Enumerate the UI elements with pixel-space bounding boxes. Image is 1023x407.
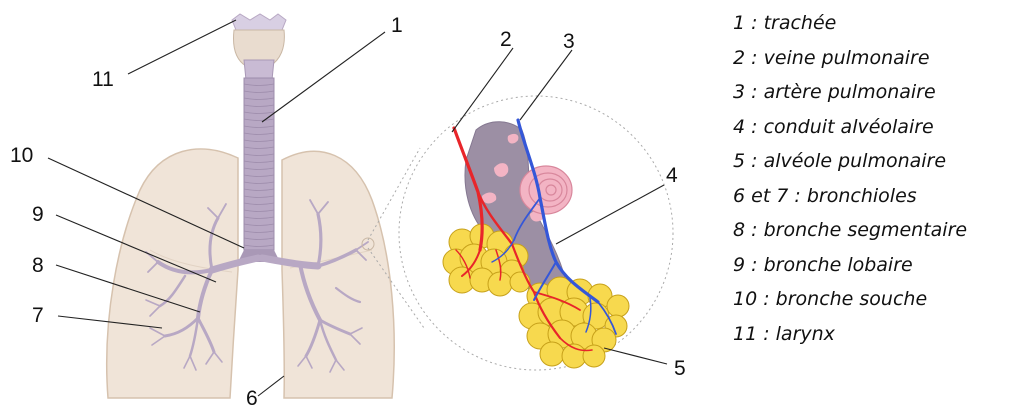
legend-item: 9 : bronche lobaire (733, 248, 967, 283)
legend-item: 2 : veine pulmonaire (733, 41, 967, 76)
label-3: 3 (563, 30, 575, 53)
legend-item: 6 et 7 : bronchioles (733, 179, 967, 214)
left-lung (107, 149, 238, 398)
label-2: 2 (500, 28, 512, 51)
label-5: 5 (674, 357, 686, 380)
legend-item: 11 : larynx (733, 317, 967, 352)
label-6: 6 (246, 387, 258, 407)
alveolus-spiral (520, 166, 572, 214)
alveolus (540, 342, 564, 366)
right-lung (282, 151, 394, 398)
legend-item: 1 : trachée (733, 6, 967, 41)
larynx (232, 14, 286, 80)
alveolus (583, 345, 605, 367)
label-10: 10 (10, 144, 33, 167)
label-9: 9 (32, 203, 44, 226)
label-11: 11 (92, 68, 114, 91)
label-7: 7 (32, 304, 44, 327)
label-8: 8 (32, 254, 44, 277)
alveolar-detail (443, 120, 629, 368)
trachea (238, 78, 280, 262)
legend: 1 : trachée 2 : veine pulmonaire 3 : art… (733, 6, 967, 351)
legend-item: 10 : bronche souche (733, 282, 967, 317)
legend-item: 5 : alvéole pulmonaire (733, 144, 967, 179)
legend-item: 4 : conduit alvéolaire (733, 110, 967, 145)
legend-item: 3 : artère pulmonaire (733, 75, 967, 110)
label-1: 1 (391, 14, 403, 37)
legend-item: 8 : bronche segmentaire (733, 213, 967, 248)
alveolus (607, 295, 629, 317)
label-4: 4 (666, 164, 678, 187)
